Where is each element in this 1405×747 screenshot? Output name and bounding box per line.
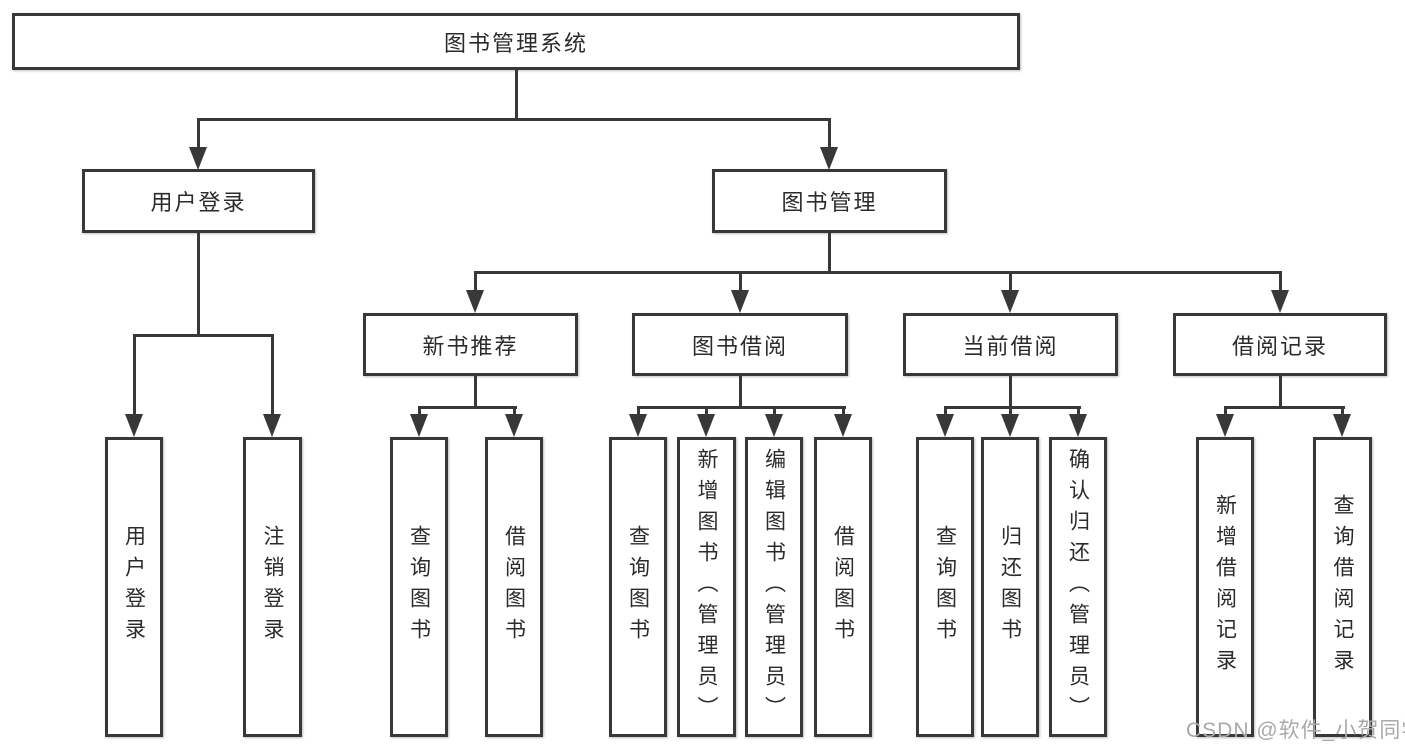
arrow-down-icon <box>410 414 428 437</box>
leaf-node-query-books-3: 查询图书 <box>916 437 974 737</box>
leaf-node-query-books-2: 查询图书 <box>609 437 667 737</box>
node-label: 新增图书（管理员） <box>695 447 718 727</box>
arrow-down-icon <box>1333 414 1351 437</box>
connector-drop <box>1224 406 1227 416</box>
node-label: 用户登录 <box>150 190 247 215</box>
node-label: 确认归还（管理员） <box>1066 447 1090 727</box>
connector-drop <box>705 406 708 416</box>
connector-drop <box>418 406 421 416</box>
arrow-down-icon <box>834 414 852 437</box>
node-label: 查询图书 <box>407 525 431 649</box>
arrow-down-icon <box>1001 414 1019 437</box>
leaf-node-confirm-return-admin: 确认归还（管理员） <box>1049 437 1107 737</box>
leaf-node-logout: 注销登录 <box>243 437 302 737</box>
level3-node-current-borrow: 当前借阅 <box>903 313 1118 376</box>
node-label: 当前借阅 <box>962 333 1059 359</box>
connector-stem <box>515 69 518 119</box>
arrow-down-icon <box>189 147 207 170</box>
arrow-down-icon <box>936 414 954 437</box>
leaf-node-query-books-1: 查询图书 <box>390 437 448 737</box>
connector-rail <box>944 406 1081 409</box>
connector-drop <box>1009 271 1012 292</box>
connector-rail <box>1224 406 1345 409</box>
node-label: 查询借阅记录 <box>1331 494 1354 680</box>
node-label: 注销登录 <box>261 525 284 649</box>
arrow-down-icon <box>466 290 484 313</box>
connector-drop <box>197 118 200 150</box>
connector-rail <box>637 406 846 409</box>
node-label: 借阅图书 <box>502 525 526 649</box>
arrow-down-icon <box>1001 290 1019 313</box>
connector-stem <box>1009 375 1012 408</box>
leaf-node-query-borrow-record: 查询借阅记录 <box>1313 437 1372 737</box>
node-label: 图书管理 <box>781 190 878 215</box>
level3-node-new-book-recommend: 新书推荐 <box>363 313 578 376</box>
connector-rail <box>133 334 274 337</box>
node-label: 用户登录 <box>122 525 146 649</box>
connector-drop <box>1279 271 1282 292</box>
arrow-down-icon <box>1069 414 1087 437</box>
root-node: 图书管理系统 <box>12 13 1020 70</box>
connector-drop <box>474 271 477 292</box>
arrow-down-icon <box>1271 290 1289 313</box>
leaf-node-borrow-books-2: 借阅图书 <box>814 437 872 737</box>
node-label: 编辑图书（管理员） <box>762 447 786 727</box>
leaf-node-return-book: 归还图书 <box>981 437 1039 737</box>
level2-node-user-login: 用户登录 <box>82 169 315 233</box>
arrow-down-icon <box>505 414 523 437</box>
node-label: 借阅记录 <box>1231 333 1328 359</box>
arrow-down-icon <box>765 414 783 437</box>
connector-drop <box>271 334 274 416</box>
connector-drop <box>133 334 136 416</box>
connector-drop <box>513 406 516 416</box>
arrow-down-icon <box>731 290 749 313</box>
node-label: 新增借阅记录 <box>1213 494 1237 680</box>
leaf-node-user-login: 用户登录 <box>105 437 163 737</box>
arrow-down-icon <box>1216 414 1234 437</box>
connector-rail <box>197 118 831 121</box>
level2-node-book-management: 图书管理 <box>712 169 947 233</box>
leaf-node-edit-book-admin: 编辑图书（管理员） <box>745 437 803 737</box>
connector-stem <box>197 232 200 336</box>
leaf-node-add-book-admin: 新增图书（管理员） <box>677 437 736 737</box>
node-label: 归还图书 <box>998 525 1022 649</box>
connector-drop <box>944 406 947 416</box>
connector-stem <box>1279 375 1282 408</box>
connector-rail <box>474 271 1282 274</box>
connector-rail <box>418 406 517 409</box>
connector-stem <box>828 232 831 273</box>
connector-drop <box>1077 406 1080 416</box>
arrow-down-icon <box>629 414 647 437</box>
connector-stem <box>474 375 477 408</box>
node-label: 查询图书 <box>933 525 957 649</box>
arrow-down-icon <box>125 414 143 437</box>
connector-drop <box>1341 406 1344 416</box>
connector-drop <box>773 406 776 416</box>
level3-node-book-borrow: 图书借阅 <box>632 313 848 376</box>
connector-drop <box>1009 406 1012 416</box>
leaf-node-borrow-books-1: 借阅图书 <box>485 437 543 737</box>
connector-drop <box>842 406 845 416</box>
connector-drop <box>739 271 742 292</box>
node-label: 查询图书 <box>626 525 650 649</box>
node-label: 图书借阅 <box>691 333 788 359</box>
connector-stem <box>739 375 742 408</box>
leaf-node-add-borrow-record: 新增借阅记录 <box>1196 437 1254 737</box>
node-label: 图书管理系统 <box>443 30 588 56</box>
node-label: 借阅图书 <box>831 525 855 649</box>
watermark: CSDN @软件_小贺同学 <box>1186 719 1405 742</box>
arrow-down-icon <box>697 414 715 437</box>
level3-node-borrow-records: 借阅记录 <box>1173 313 1387 376</box>
arrow-down-icon <box>820 147 838 170</box>
node-label: 新书推荐 <box>422 333 519 359</box>
connector-drop <box>637 406 640 416</box>
connector-drop <box>828 118 831 150</box>
arrow-down-icon <box>263 414 281 437</box>
